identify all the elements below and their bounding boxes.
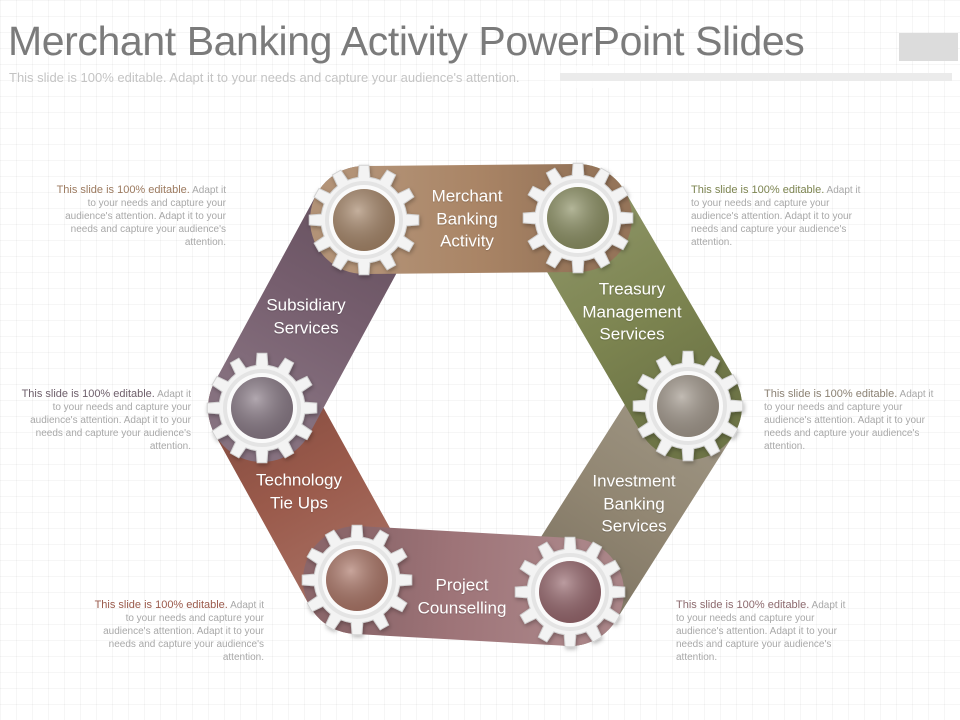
gear-bottom-right-icon [514,536,626,648]
note-body: Adapt it to your needs and capture your … [691,185,861,248]
note-text-3: This slide is 100% editable. Adapt it to… [11,388,191,453]
note-text-2: This slide is 100% editable. Adapt it to… [691,184,871,249]
slide-title: Merchant Banking Activity PowerPoint Sli… [8,18,805,64]
title-rule [560,73,952,81]
note-lead: This slide is 100% editable. [691,184,825,196]
note-lead: This slide is 100% editable. [21,388,155,400]
note-body: Adapt it to your needs and capture your … [764,389,934,452]
note-text-6: This slide is 100% editable. Adapt it to… [676,599,856,664]
gear-bottom-left-icon [301,524,413,636]
note-lead: This slide is 100% editable. [764,388,898,400]
title-placeholder-box [899,33,958,61]
slide-subtitle: This slide is 100% editable. Adapt it to… [9,70,520,85]
note-text-5: This slide is 100% editable. Adapt it to… [84,599,264,664]
note-body: Adapt it to your needs and capture your … [65,185,226,248]
note-lead: This slide is 100% editable. [56,184,190,196]
note-text-4: This slide is 100% editable. Adapt it to… [764,388,944,453]
note-body: Adapt it to your needs and capture your … [30,389,191,452]
note-text-1: This slide is 100% editable. Adapt it to… [46,184,226,249]
gear-top-left-icon [308,164,420,276]
note-lead: This slide is 100% editable. [94,599,228,611]
note-body: Adapt it to your needs and capture your … [103,600,264,663]
note-lead: This slide is 100% editable. [676,599,810,611]
gear-top-right-icon [522,162,634,274]
note-body: Adapt it to your needs and capture your … [676,600,846,663]
gear-right-icon [632,350,744,462]
gear-left-icon [206,352,318,464]
